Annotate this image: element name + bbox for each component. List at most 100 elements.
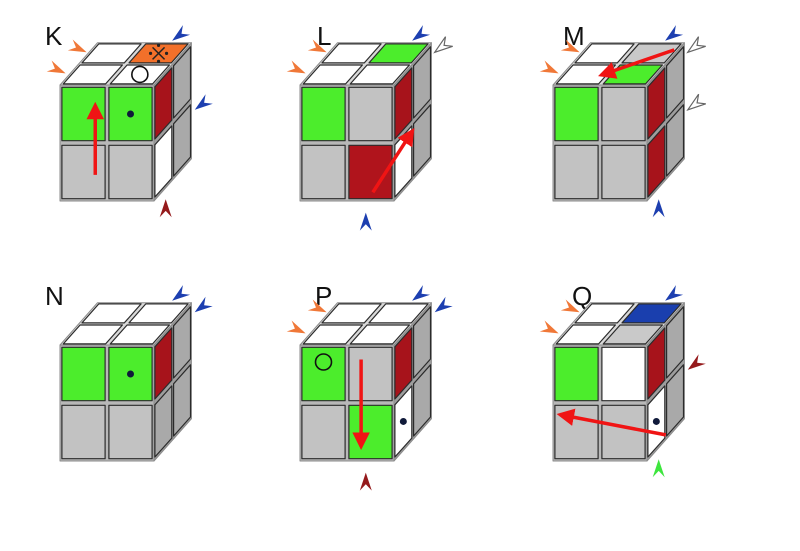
panel-Q: Q: [539, 281, 706, 478]
top-sticker-white: [349, 64, 410, 85]
move-arrow: [598, 48, 675, 79]
right-sticker-grey: [665, 364, 685, 437]
dot-marker-icon: [127, 110, 134, 118]
pointer-marker-icon: [67, 39, 87, 53]
right-sticker-grey: [413, 306, 432, 379]
circle-marker-icon: [314, 353, 333, 371]
pointer-marker-icon: [665, 285, 684, 301]
panel-K: K: [45, 21, 213, 218]
top-sticker-white: [109, 64, 170, 85]
front-sticker-green: [348, 404, 393, 460]
pointer-marker-icon: [159, 199, 172, 218]
right-sticker-red: [647, 327, 666, 400]
front-sticker-grey: [301, 404, 346, 460]
top-sticker-grey: [621, 43, 682, 64]
right-sticker-red: [394, 67, 413, 140]
pointer-marker-icon: [307, 299, 327, 313]
right-sticker-grey: [413, 104, 432, 177]
right-sticker-grey: [173, 306, 192, 379]
asterism-marker-icon: [148, 43, 169, 63]
top-sticker-white: [321, 303, 382, 324]
pointer-marker-icon: [686, 93, 706, 111]
front-sticker-grey: [601, 404, 646, 460]
pointer-marker-icon: [194, 296, 213, 313]
front-sticker-grey: [601, 86, 646, 142]
front-sticker-grey: [61, 144, 106, 200]
top-sticker-white: [128, 303, 189, 324]
pointer-marker-icon: [286, 320, 306, 334]
front-sticker-grey: [108, 404, 153, 460]
front-sticker-white: [601, 346, 646, 402]
front-sticker-green: [301, 346, 346, 402]
pointer-marker-icon: [539, 60, 559, 74]
panel-P: P: [286, 281, 453, 491]
right-sticker-red: [154, 327, 173, 400]
right-sticker-grey: [665, 104, 685, 177]
pointer-marker-icon: [194, 94, 213, 110]
pointer-marker-icon: [412, 285, 431, 301]
pointer-marker-icon: [359, 472, 372, 491]
right-sticker-grey: [173, 46, 192, 119]
front-sticker-green: [61, 346, 106, 402]
right-sticker-grey: [665, 46, 685, 119]
pointer-marker-icon: [652, 199, 665, 218]
front-sticker-grey: [348, 346, 393, 402]
front-sticker-green: [61, 86, 106, 142]
front-sticker-grey: [61, 404, 106, 460]
right-sticker-grey: [173, 104, 192, 177]
front-sticker-green: [554, 86, 599, 142]
top-sticker-blue: [621, 303, 682, 324]
front-sticker-grey: [108, 144, 153, 200]
top-sticker-white: [62, 324, 124, 345]
right-sticker-red: [647, 125, 666, 198]
front-sticker-grey: [601, 144, 646, 200]
panel-label: P: [315, 281, 332, 311]
panel-label: M: [563, 21, 585, 51]
pointer-marker-icon: [434, 296, 453, 313]
top-sticker-grey: [602, 324, 664, 345]
pointer-marker-icon: [412, 25, 431, 41]
panel-N: N: [45, 281, 213, 462]
move-arrow: [371, 127, 415, 194]
right-sticker-grey: [665, 306, 685, 379]
pointer-marker-icon: [539, 320, 559, 334]
pointer-marker-icon: [359, 212, 372, 231]
right-sticker-grey: [173, 364, 192, 437]
pointer-marker-icon: [46, 60, 66, 74]
front-sticker-grey: [301, 144, 346, 200]
pointer-marker-icon: [665, 25, 684, 41]
panel-M: M: [539, 21, 706, 218]
pointer-marker-icon: [172, 25, 191, 41]
top-sticker-white: [109, 324, 170, 345]
top-sticker-white: [368, 303, 429, 324]
pointer-marker-icon: [307, 39, 327, 53]
right-sticker-grey: [413, 46, 432, 119]
move-arrow: [556, 408, 667, 437]
right-sticker-grey: [413, 364, 432, 437]
top-sticker-white: [349, 324, 410, 345]
right-sticker-grey: [154, 385, 173, 458]
dot-marker-icon: [652, 417, 660, 425]
pointer-marker-icon: [652, 459, 665, 478]
front-sticker-grey: [554, 144, 599, 200]
front-sticker-green: [301, 86, 346, 142]
top-sticker-white: [555, 324, 617, 345]
pointer-marker-icon: [686, 36, 706, 54]
top-sticker-white: [81, 43, 142, 64]
top-sticker-white: [81, 303, 142, 324]
top-sticker-green: [368, 43, 429, 64]
right-sticker-red: [394, 327, 413, 400]
front-sticker-green: [554, 346, 599, 402]
top-sticker-white: [574, 303, 635, 324]
panel-label: L: [317, 21, 331, 51]
front-sticker-red: [348, 144, 393, 200]
pointer-marker-icon: [286, 60, 306, 74]
front-sticker-grey: [348, 86, 393, 142]
panel-label: Q: [572, 281, 592, 311]
right-sticker-white: [154, 125, 173, 198]
panel-label: K: [45, 21, 63, 51]
pointer-marker-icon: [560, 299, 580, 313]
dot-marker-icon: [127, 370, 134, 378]
right-sticker-red: [154, 67, 173, 140]
